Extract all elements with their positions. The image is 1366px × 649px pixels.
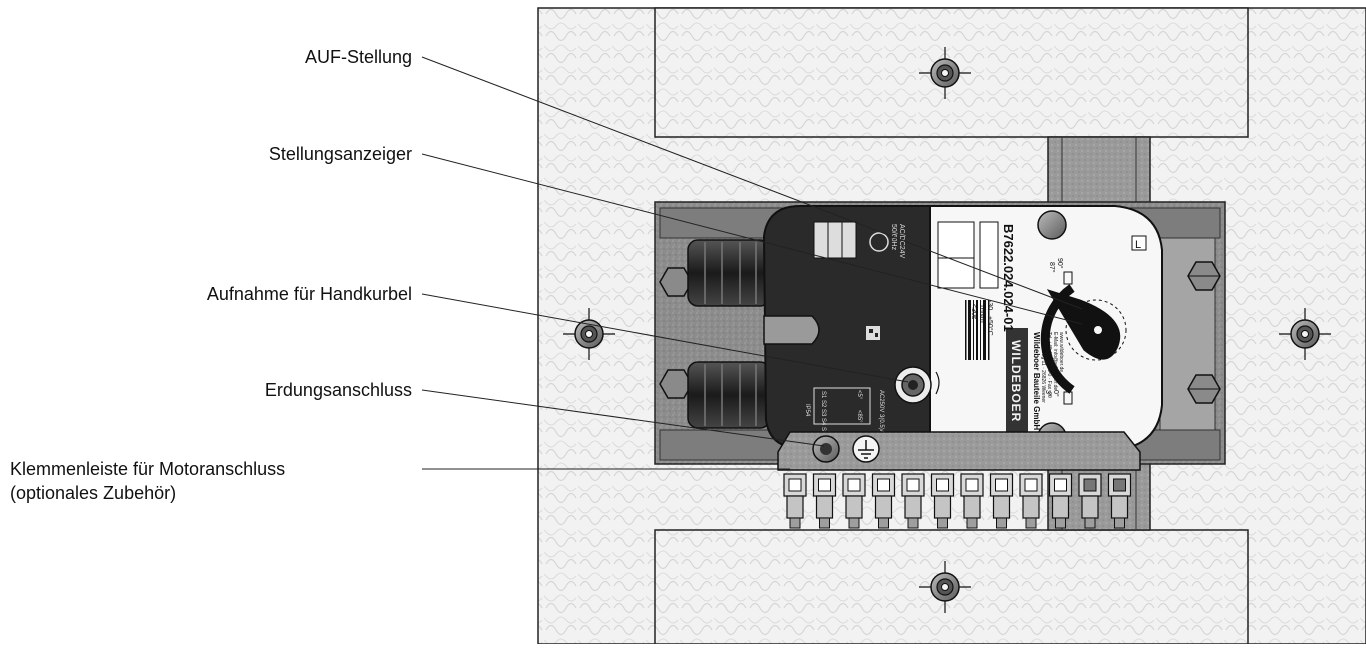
leader-handkurbel bbox=[421, 293, 909, 383]
screw-top-icon bbox=[919, 47, 971, 99]
screw-right-icon bbox=[1279, 308, 1331, 360]
barcode bbox=[965, 300, 990, 360]
housing-bolt-top bbox=[1037, 210, 1067, 240]
terminal-clamp bbox=[1019, 473, 1043, 529]
scale-top-label: 90° bbox=[1056, 258, 1064, 269]
callout-handkurbel: Aufnahme für Handkurbel bbox=[206, 284, 412, 304]
callout-klemmenleiste: Klemmenleiste für Motoranschluss bbox=[10, 459, 286, 479]
terminal-clamps bbox=[783, 473, 1132, 529]
terminal-clamp bbox=[901, 473, 925, 529]
terminal-clamp bbox=[1078, 473, 1102, 529]
scale-bottom-label: 0° bbox=[1052, 390, 1060, 397]
position-indicator bbox=[1046, 289, 1121, 360]
scale-top-b-label: 87° bbox=[1048, 262, 1056, 273]
leader-lines bbox=[421, 56, 1083, 470]
run-time-label: <30s bbox=[970, 304, 977, 320]
leader-erdung bbox=[421, 389, 825, 447]
terminal-clamp bbox=[989, 473, 1014, 529]
terminal-strip bbox=[777, 431, 1141, 529]
relay-angle-a-label: <5° bbox=[856, 390, 862, 400]
cable-gland-lower bbox=[687, 361, 771, 429]
frame-nut-upper-left bbox=[659, 267, 693, 297]
earth-icon bbox=[852, 435, 880, 463]
actuator-brand-label: WILDEBOER bbox=[1009, 340, 1023, 422]
actuator-email-label: E-Mail: info@wildeboer.de bbox=[1052, 332, 1058, 390]
relay-rating-label: AC250V 3(0.5)A bbox=[878, 390, 884, 434]
relay-terminals-label: S1 S2 S3 S4 S5 S6 bbox=[820, 391, 826, 444]
scale-bottom-b-label: 3° bbox=[1044, 390, 1052, 397]
frame-nut-lower-right bbox=[1187, 374, 1221, 404]
torque-label: 16Nm bbox=[978, 304, 985, 323]
screw-left-icon bbox=[563, 308, 615, 360]
terminal-clamp bbox=[871, 473, 896, 529]
terminal-clamp bbox=[1107, 473, 1132, 529]
callout-klemmenleiste-note: (optionales Zubehör) bbox=[10, 483, 177, 503]
callout-stellungsanzeiger: Stellungsanzeiger bbox=[268, 144, 412, 164]
terminal-clamp bbox=[812, 473, 837, 529]
cable-gland-upper bbox=[687, 239, 771, 307]
leader-stellungsanzeiger bbox=[421, 153, 1083, 325]
leader-auf-stellung bbox=[421, 56, 1083, 310]
ip-rating-label: IP54 bbox=[804, 404, 810, 417]
supply-label: AC/DC24V bbox=[898, 224, 905, 259]
handcrank-socket bbox=[894, 366, 940, 404]
terminal-clamp bbox=[783, 473, 807, 529]
terminal-clamp bbox=[960, 473, 984, 529]
actuator-web-label: www.wildeboer.de bbox=[1058, 332, 1064, 372]
actuator-phone-label: Tel. +49 4951 950-0 · Fax -20 bbox=[1046, 332, 1052, 398]
actuator-model-label: B7622.024.024-01 bbox=[1001, 224, 1016, 332]
screw-bottom-icon bbox=[919, 561, 971, 613]
terminal-clamp bbox=[1048, 473, 1073, 529]
callout-auf-stellung: AUF-Stellung bbox=[304, 47, 412, 67]
actuator-labels: B7622.024.024-01 WILDEBOER Wildeboer Bau… bbox=[804, 224, 1141, 444]
callout-erdung: Erdungsanschluss bbox=[264, 380, 412, 400]
terminal-numbers-label: 1 2 3 bbox=[846, 226, 853, 242]
actuator-company-label: Wildeboer Bauteile GmbH bbox=[1032, 332, 1041, 430]
terminal-clamp bbox=[930, 473, 955, 529]
terminal-clamp bbox=[842, 473, 866, 529]
earth-screw bbox=[812, 435, 840, 463]
frame-nut-lower-left bbox=[659, 369, 693, 399]
direction-mark-label: L bbox=[1135, 239, 1141, 251]
temp-range-label: -30...+50°C bbox=[986, 300, 994, 336]
relay-angle-b-label: <85° bbox=[856, 410, 862, 423]
actuator-address-label: Marker Weg 11 · 26826 Weener bbox=[1040, 332, 1046, 403]
frame-nut-upper-right bbox=[1187, 261, 1221, 291]
